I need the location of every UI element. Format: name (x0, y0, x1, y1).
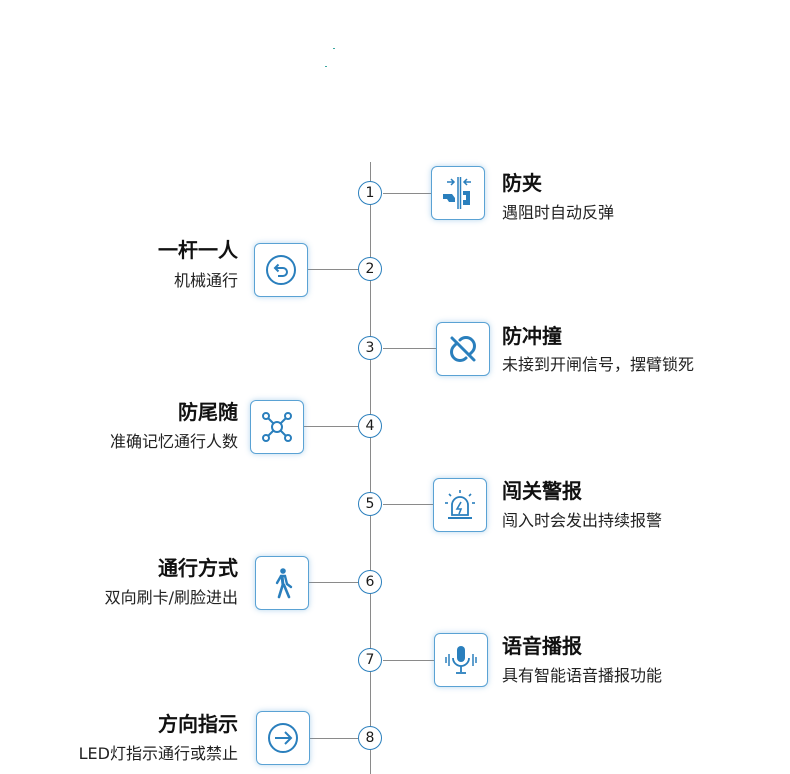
feature-title-7: 语音播报 (502, 634, 582, 658)
feature-desc-2: 机械通行 (173, 271, 238, 290)
connector-line (304, 426, 358, 427)
anti-pinch-icon (443, 177, 471, 209)
step-node-3: 3 (358, 336, 382, 360)
feature-title-6: 通行方式 (158, 556, 238, 580)
decorative-speck (325, 66, 327, 67)
feature-card-anti-tailgating (250, 400, 304, 454)
connector-line (309, 582, 358, 583)
connector-line (310, 738, 358, 739)
feature-card-anti-collision (436, 322, 490, 376)
feature-desc-8: LED灯指示通行或禁止 (78, 744, 238, 763)
feature-title-2: 一杆一人 (158, 238, 238, 262)
connector-line (308, 269, 358, 270)
feature-card-access-mode (255, 556, 309, 610)
feature-card-anti-pinch (431, 166, 485, 220)
feature-title-1: 防夹 (502, 171, 542, 195)
feature-desc-7: 具有智能语音播报功能 (502, 666, 663, 685)
microphone-voice-icon (445, 646, 477, 674)
arrow-circle-icon (268, 723, 298, 753)
feature-card-alarm (433, 478, 487, 532)
feature-card-one-person (254, 243, 308, 297)
feature-title-3: 防冲撞 (502, 324, 562, 348)
connector-line (383, 504, 433, 505)
step-node-7: 7 (358, 648, 382, 672)
feature-desc-5: 闯入时会发出持续报警 (502, 511, 663, 530)
step-node-4: 4 (358, 414, 382, 438)
alarm-siren-icon (445, 490, 475, 519)
network-nodes-icon (262, 412, 292, 442)
feature-card-voice (434, 633, 488, 687)
feature-card-direction (256, 711, 310, 765)
walking-person-icon (275, 568, 293, 599)
feature-title-8: 方向指示 (158, 712, 238, 736)
return-arrow-icon (266, 255, 296, 285)
step-node-5: 5 (358, 492, 382, 516)
step-node-8: 8 (358, 726, 382, 750)
connector-line (383, 193, 431, 194)
timeline-line (370, 162, 371, 774)
decorative-speck (333, 48, 335, 49)
broken-link-icon (450, 336, 476, 362)
step-node-6: 6 (358, 570, 382, 594)
step-node-1: 1 (358, 181, 382, 205)
feature-desc-1: 遇阻时自动反弹 (502, 203, 615, 222)
feature-title-4: 防尾随 (178, 400, 238, 424)
step-node-2: 2 (358, 257, 382, 281)
feature-title-5: 闯关警报 (502, 479, 582, 503)
feature-desc-4: 准确记忆通行人数 (109, 432, 238, 451)
feature-desc-6: 双向刷卡/刷脸进出 (104, 588, 238, 607)
connector-line (383, 660, 434, 661)
connector-line (383, 348, 436, 349)
feature-desc-3: 未接到开闸信号，摆臂锁死 (502, 355, 695, 374)
